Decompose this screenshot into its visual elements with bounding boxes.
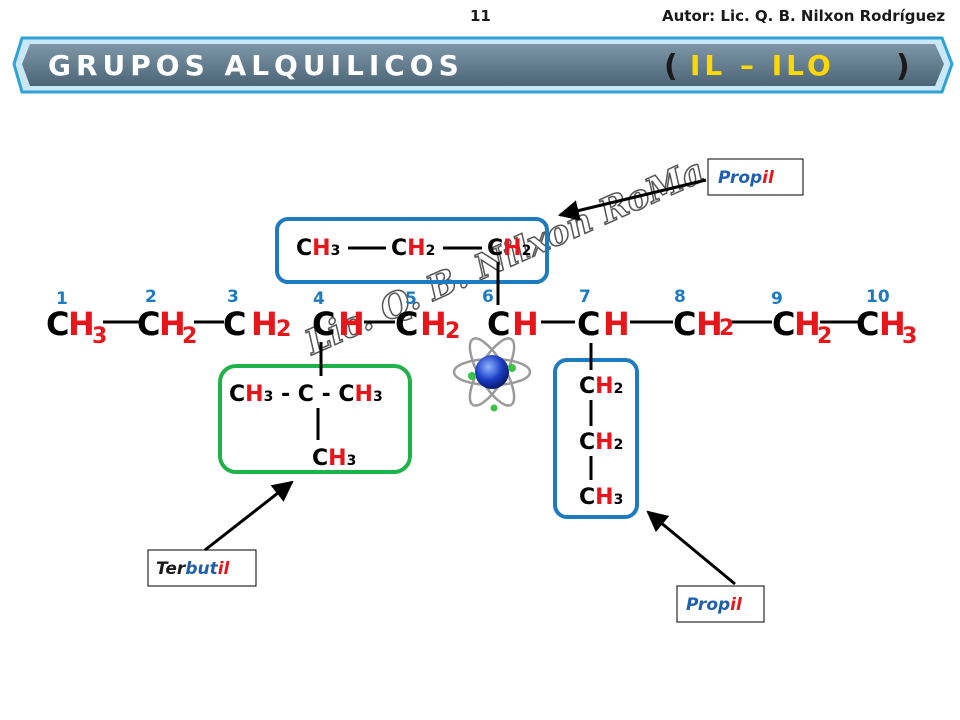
terbutil-label: Terbutil — [156, 559, 231, 579]
carbon-number: 7 — [579, 287, 591, 307]
carbon-number: 2 — [145, 287, 157, 307]
svg-text:CH2: CH2 — [579, 430, 623, 455]
arrow-to-top-propyl — [557, 178, 707, 221]
banner-open-paren: ( — [664, 49, 678, 84]
title-banner: GRUPOS ALQUILICOS ( IL – ILO ) — [12, 36, 954, 94]
svg-text:3: 3 — [92, 324, 107, 349]
propil-bottom-label-box — [676, 585, 765, 623]
svg-text:C: C — [577, 305, 600, 343]
svg-text:H: H — [159, 305, 186, 343]
svg-text:C: C — [772, 305, 795, 343]
carbon-number: 5 — [405, 289, 417, 309]
svg-text:CH3 - C - CH3: CH3 - C - CH3 — [229, 382, 383, 407]
page-number: 11 — [470, 7, 491, 25]
carbon-number: 8 — [674, 287, 686, 307]
svg-text:2: 2 — [719, 316, 734, 341]
svg-text:C: C — [223, 305, 246, 343]
propil-top-label-box — [707, 158, 804, 196]
banner-close-paren: ) — [896, 49, 910, 84]
svg-text:CH3: CH3 — [579, 485, 623, 510]
atom-icon — [452, 337, 532, 412]
svg-text:C: C — [395, 305, 418, 343]
carbon-numbers: 1 2 3 4 5 6 7 8 9 10 — [56, 287, 890, 309]
propil-top-label: Propil — [718, 168, 775, 188]
banner-title: GRUPOS ALQUILICOS — [48, 49, 464, 82]
svg-text:3: 3 — [902, 324, 917, 349]
svg-text:CH2: CH2 — [487, 236, 531, 261]
propyl-right-branch: CH2 CH2 CH3 — [579, 343, 623, 510]
svg-text:2: 2 — [445, 319, 460, 344]
svg-text:H: H — [338, 305, 365, 343]
arrow-to-terbutyl — [204, 480, 294, 552]
pointer-arrows — [204, 178, 736, 586]
carbon-number: 9 — [771, 289, 783, 309]
terbutyl-box — [218, 364, 412, 474]
svg-text:CH3: CH3 — [312, 446, 356, 471]
banner-accent: IL – ILO — [690, 49, 835, 82]
svg-text:H: H — [68, 305, 95, 343]
carbon-number: 1 — [56, 289, 68, 309]
svg-text:2: 2 — [817, 324, 832, 349]
svg-text:C: C — [487, 305, 510, 343]
svg-text:H: H — [879, 305, 906, 343]
arrow-to-right-propyl — [646, 510, 736, 586]
svg-text:CH2: CH2 — [391, 236, 435, 261]
propyl-right-box — [553, 358, 639, 519]
svg-text:CH3: CH3 — [296, 236, 340, 261]
carbon-number: 3 — [227, 287, 239, 307]
svg-text:C: C — [312, 305, 335, 343]
svg-text:C: C — [46, 305, 69, 343]
propyl-top-box — [275, 217, 549, 284]
svg-text:C: C — [856, 305, 879, 343]
svg-text:C: C — [673, 305, 696, 343]
svg-text:H: H — [251, 305, 278, 343]
svg-text:H: H — [603, 305, 630, 343]
author-credit: Autor: Lic. Q. B. Nilxon Rodríguez — [662, 7, 945, 25]
svg-text:H: H — [420, 305, 447, 343]
svg-text:H: H — [794, 305, 821, 343]
carbon-number: 6 — [482, 287, 494, 307]
propyl-top-branch: CH3 CH2 CH2 — [296, 236, 531, 305]
propil-bottom-label: Propil — [686, 595, 743, 615]
carbon-number: 10 — [866, 287, 890, 307]
carbon-number: 4 — [313, 289, 325, 309]
svg-text:2: 2 — [276, 317, 291, 342]
svg-text:2: 2 — [182, 324, 197, 349]
terbutyl-branch: CH3 - C - CH3 CH3 — [229, 342, 383, 471]
svg-text:C: C — [137, 305, 160, 343]
svg-text:CH2: CH2 — [579, 374, 623, 399]
svg-text:H: H — [696, 305, 723, 343]
svg-text:H: H — [512, 305, 539, 343]
terbutil-label-box — [147, 549, 257, 587]
